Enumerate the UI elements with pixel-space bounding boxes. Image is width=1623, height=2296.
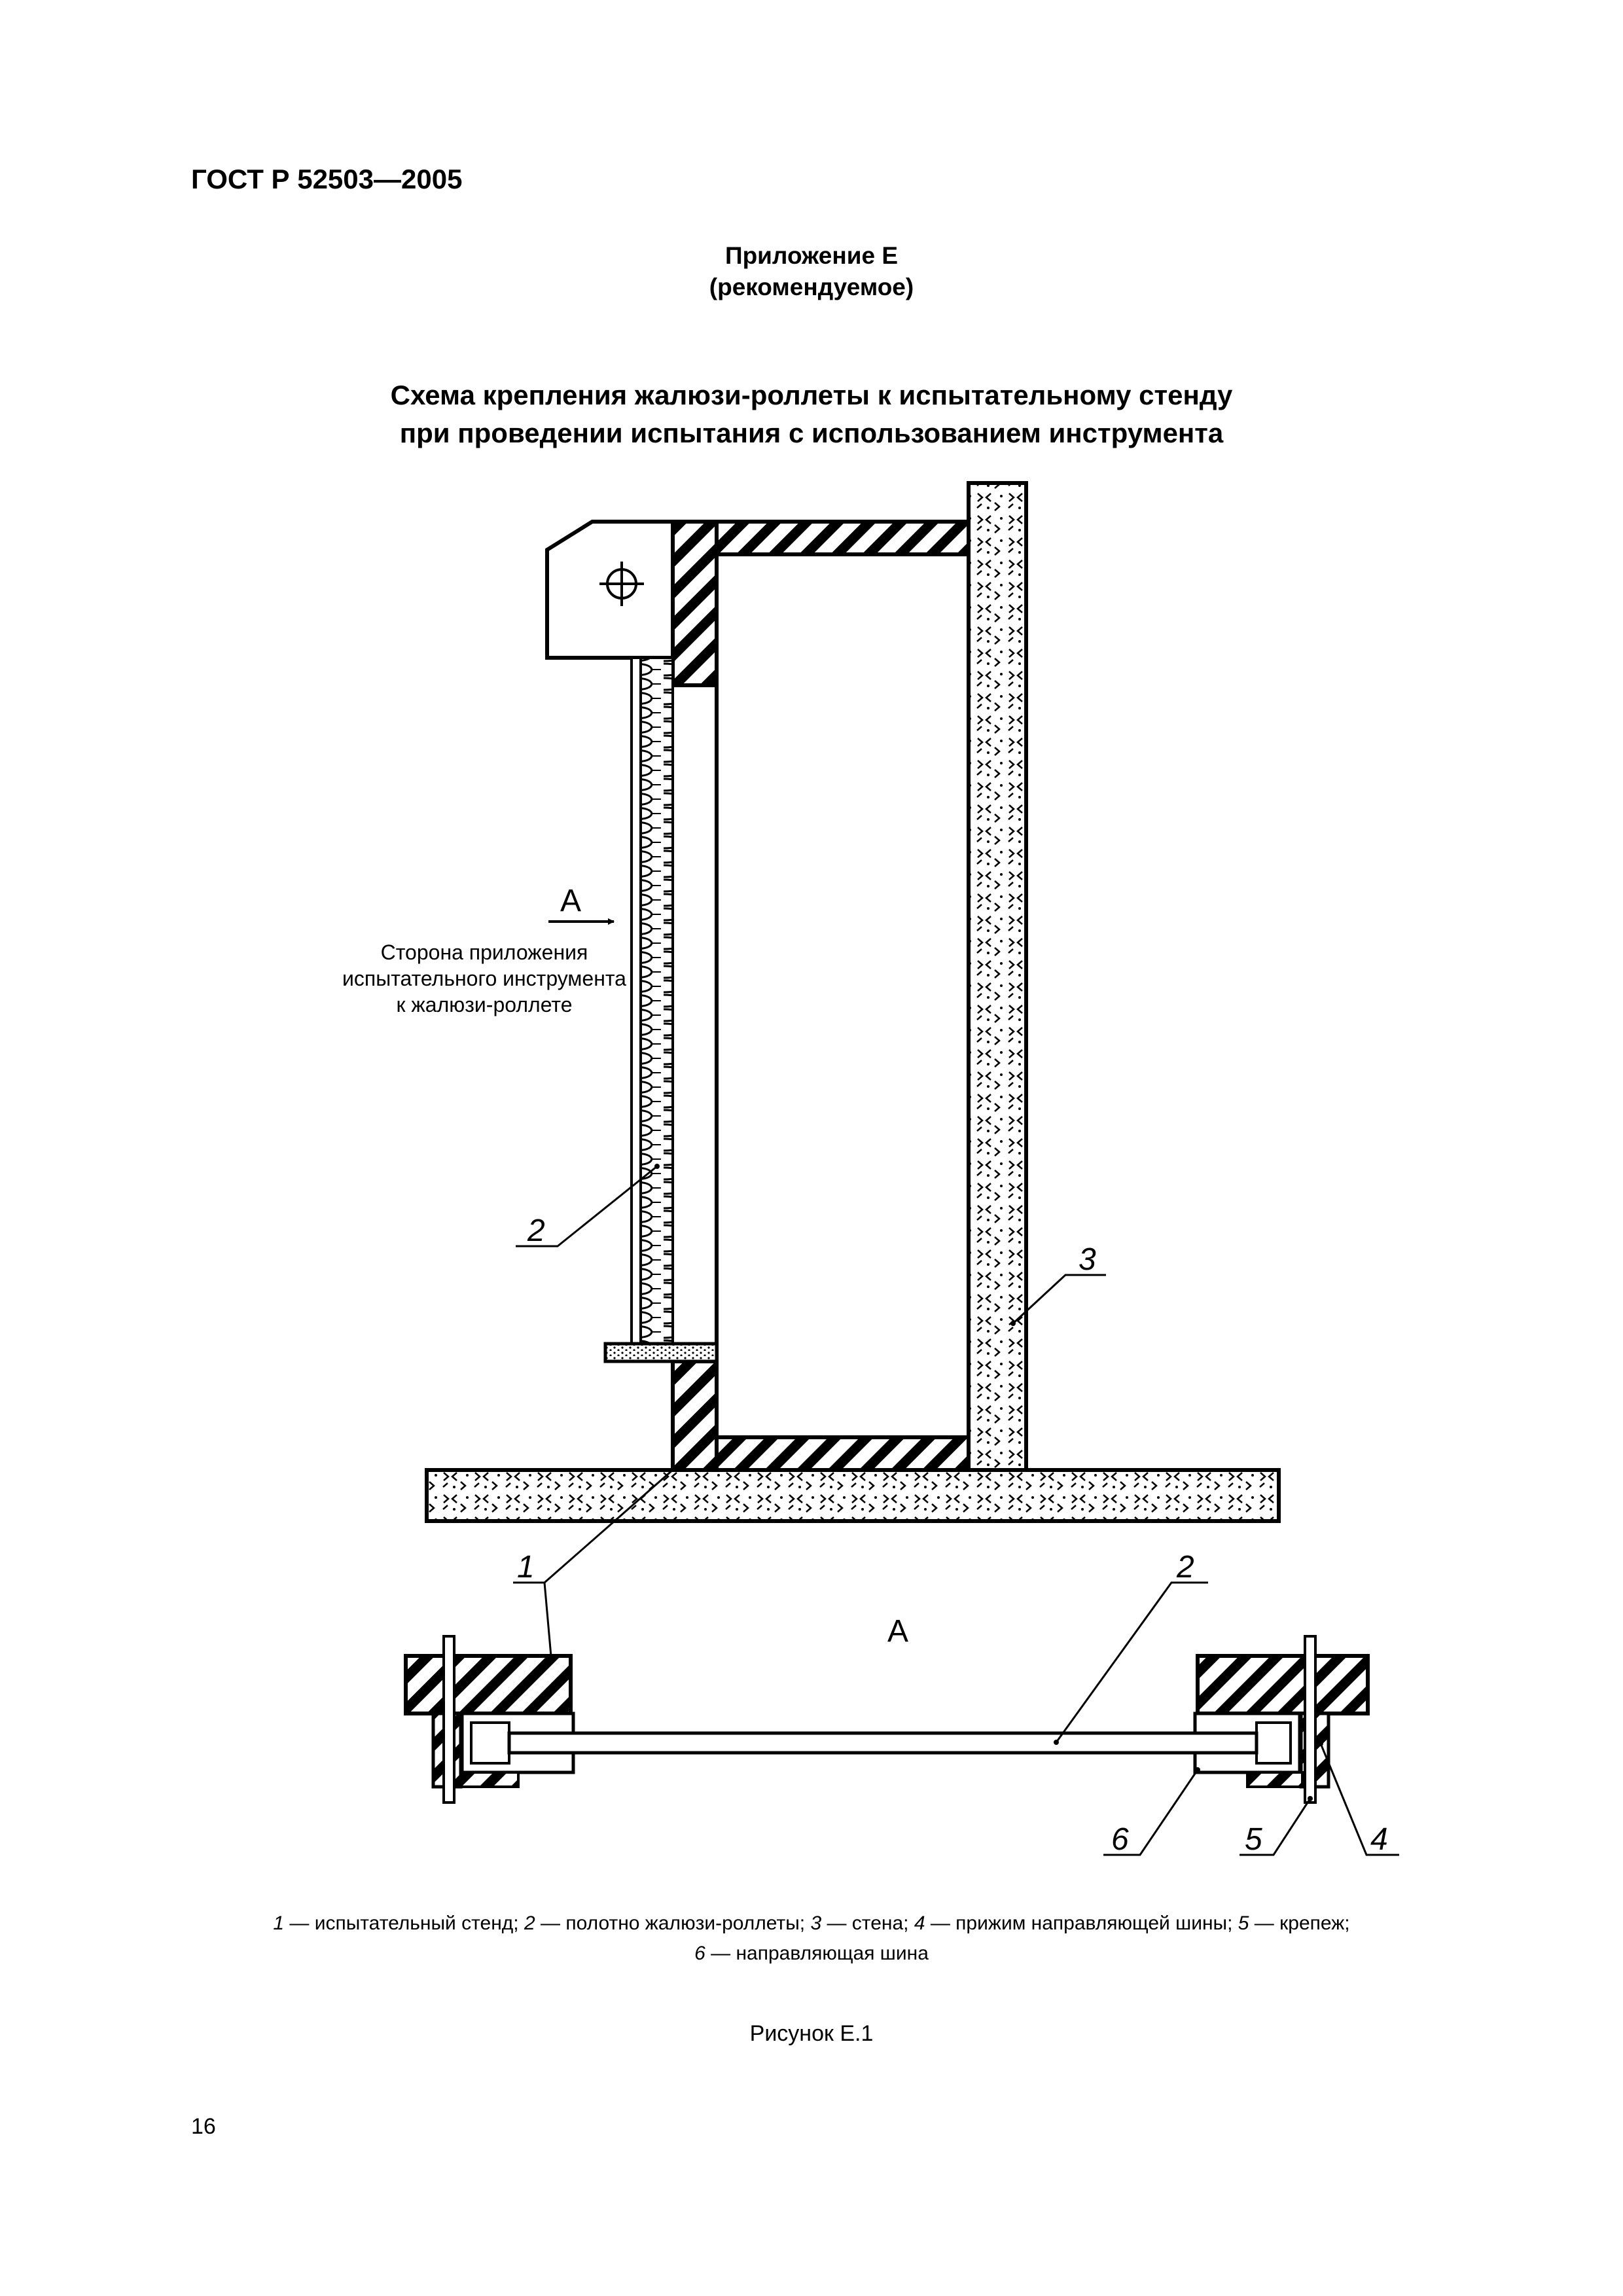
stand-bottom-beam [715,1435,971,1472]
stand-lower-post [671,1359,719,1472]
figure-title-line2: при проведении испытания с использование… [399,418,1224,448]
view-arrow-label: А [560,884,581,918]
callout-4: 4 [1370,1822,1388,1857]
stand-frame-opening [715,552,971,1439]
callout-2-top-leader [516,1165,658,1247]
bolt-right [1304,1635,1317,1804]
curtain-plan [507,1731,1258,1755]
guide-left-inner [470,1721,510,1765]
floor-slab [425,1468,1281,1523]
callout-2-bottom-leader [1055,1581,1208,1743]
callout-3: 3 [1079,1242,1096,1277]
legend-line1: 1 — испытательный стенд; 2 — полотно жал… [273,1912,1350,1934]
legend-line2: 6 — направляющая шина [694,1943,929,1964]
callout-3-leader [1012,1274,1106,1325]
roller-curtain [639,656,674,1354]
stand-block-right [1196,1654,1370,1715]
callout-6: 6 [1111,1822,1129,1857]
appendix-title: Приложение Е [724,242,899,269]
appendix-status: (рекомендуемое) [709,274,914,300]
fastener-left [459,1771,520,1788]
guide-right-inner [1255,1721,1292,1765]
callout-6-leader [1103,1769,1199,1856]
callout-2-bottom: 2 [1176,1550,1194,1585]
view-label: А [887,1614,908,1649]
callout-5-leader [1240,1798,1311,1856]
callout-2-top: 2 [527,1213,545,1248]
stand-top-beam [715,520,971,556]
callout-1: 1 [517,1550,535,1585]
fastener-right [1246,1771,1304,1788]
side-note-line1: Сторона приложения [381,941,588,964]
wall [967,481,1028,1472]
side-note-line2: испытательного инструмента [342,967,626,990]
stand-upper-post [671,520,719,687]
page-number: 16 [191,2114,216,2139]
figure-title-line1: Схема крепления жалюзи-роллеты к испытат… [390,380,1233,410]
callout-4-leader [1319,1743,1399,1856]
stand-block-left [404,1654,573,1715]
guide-rail [630,656,642,1354]
side-note-line3: к жалюзи-роллете [396,993,572,1016]
callout-5: 5 [1245,1822,1262,1857]
bolt-left [442,1635,455,1804]
curtain-bottom-bar [603,1342,719,1363]
standard-designation: ГОСТ Р 52503—2005 [191,164,463,194]
figure-label: Рисунок Е.1 [749,2021,874,2046]
